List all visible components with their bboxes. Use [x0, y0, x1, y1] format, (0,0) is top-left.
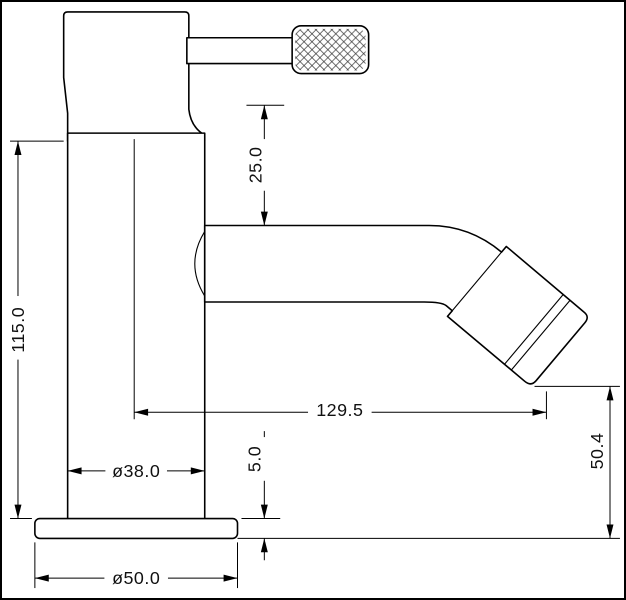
arrowhead [14, 504, 22, 519]
dimension-label: 129.5 [316, 400, 363, 420]
arrowhead [190, 467, 205, 475]
dimension-body-height: 115.0 [7, 140, 64, 520]
dimension-base-thickness: 5.0 [241, 431, 281, 561]
arrowhead [134, 408, 149, 416]
arrowhead [14, 141, 22, 155]
dimension-handle-to-spout: 25.0 [244, 104, 285, 226]
dimension-body-diameter: ø38.0 [67, 459, 205, 482]
knurl-texture [295, 28, 366, 71]
dimension-base-diameter: ø50.0 [34, 542, 239, 590]
arrowhead [67, 467, 82, 475]
spout [203, 224, 588, 385]
arrowhead [606, 524, 614, 539]
handle-grip [291, 25, 370, 75]
dimension-label: 115.0 [8, 307, 28, 353]
base-flange [34, 517, 239, 540]
arrowhead [260, 211, 268, 226]
dimension-label: 50.4 [587, 433, 607, 470]
arrowhead [260, 105, 268, 120]
arrowhead [606, 386, 614, 401]
dimension-label: ø38.0 [112, 461, 160, 481]
handle-lever-rod [186, 36, 295, 65]
spout-junction-arc [194, 231, 206, 297]
dimension-label: 25.0 [245, 147, 265, 184]
dimension-spout-reach: 129.5 [133, 139, 547, 422]
arrowhead [223, 574, 238, 582]
arrowhead [260, 538, 268, 553]
cartridge-housing [62, 11, 206, 142]
bidet-faucet-figure [34, 11, 588, 540]
arrowhead [34, 574, 49, 582]
faucet-body [66, 132, 206, 524]
spray-head-rings [447, 246, 571, 371]
arrowhead [260, 504, 268, 519]
dimension-label: ø50.0 [112, 568, 160, 588]
dimension-label: 5.0 [244, 446, 264, 472]
dimension-outlet-height: 50.4 [534, 385, 620, 539]
arrowhead [532, 408, 547, 416]
